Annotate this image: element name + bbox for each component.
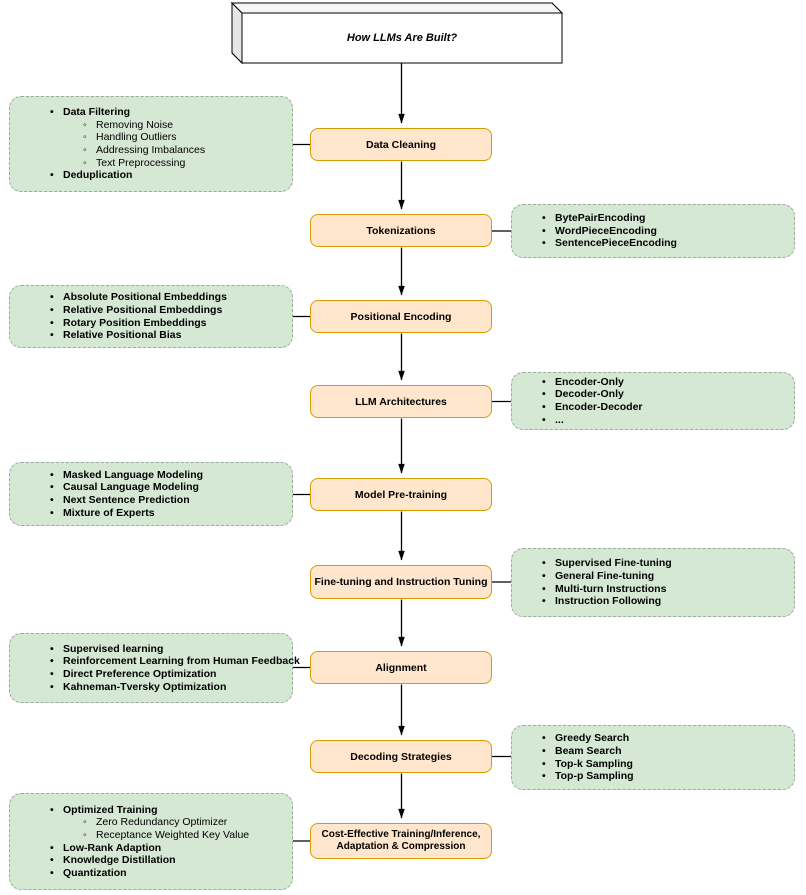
list-item: Knowledge Distillation: [50, 854, 288, 867]
details-decoding-strategies: Greedy Search Beam Search Top-k Sampling…: [511, 725, 795, 790]
list-item: ...: [542, 414, 790, 427]
details-data-cleaning: Data Filtering Removing Noise Handling O…: [9, 96, 293, 192]
list-item: Absolute Positional Embeddings: [50, 291, 288, 304]
cube-top-face: [230, 2, 564, 14]
list-item: Decoder-Only: [542, 388, 790, 401]
details-cost-effective: Optimized Training Zero Redundancy Optim…: [9, 793, 293, 890]
detail-list: Masked Language Modeling Causal Language…: [10, 469, 292, 519]
step-alignment: Alignment: [310, 651, 492, 684]
detail-list: Supervised Fine-tuning General Fine-tuni…: [512, 557, 794, 607]
list-item: Text Preprocessing: [83, 157, 288, 170]
detail-list: Greedy Search Beam Search Top-k Sampling…: [512, 732, 794, 782]
details-tokenizations: BytePairEncoding WordPieceEncoding Sente…: [511, 204, 795, 258]
list-item: Rotary Position Embeddings: [50, 317, 288, 330]
list-item: Receptance Weighted Key Value: [83, 829, 288, 842]
list-item: Data Filtering: [50, 106, 288, 119]
list-item: Low-Rank Adaption: [50, 842, 288, 855]
list-item: Zero Redundancy Optimizer: [83, 816, 288, 829]
list-item: Causal Language Modeling: [50, 481, 288, 494]
step-label: Data Cleaning: [365, 138, 436, 151]
list-item: Direct Preference Optimization: [50, 668, 288, 681]
step-label: Decoding Strategies: [350, 750, 452, 763]
list-item: Mixture of Experts: [50, 507, 288, 520]
detail-list: BytePairEncoding WordPieceEncoding Sente…: [512, 212, 794, 250]
list-item: General Fine-tuning: [542, 570, 790, 583]
list-item: Top-k Sampling: [542, 758, 790, 771]
title-text: How LLMs Are Built?: [346, 32, 458, 44]
step-cost-effective: Cost-Effective Training/Inference, Adapt…: [310, 823, 492, 859]
step-model-pre-training: Model Pre-training: [310, 478, 492, 511]
detail-list: Absolute Positional Embeddings Relative …: [10, 291, 292, 341]
list-item: Supervised Fine-tuning: [542, 557, 790, 570]
list-item: Deduplication: [50, 169, 288, 182]
details-positional-encoding: Absolute Positional Embeddings Relative …: [9, 285, 293, 348]
step-label: LLM Architectures: [355, 395, 447, 408]
title-box-3d: [230, 1, 564, 65]
step-label: Tokenizations: [366, 224, 436, 237]
list-item: Encoder-Only: [542, 376, 790, 389]
list-item: Removing Noise: [83, 119, 288, 132]
step-label-line2: Adaptation & Compression: [336, 841, 466, 852]
step-fine-tuning-instruction-tuning: Fine-tuning and Instruction Tuning: [310, 565, 492, 599]
step-label: Positional Encoding: [350, 310, 452, 323]
step-llm-architectures: LLM Architectures: [310, 385, 492, 418]
list-item: Top-p Sampling: [542, 770, 790, 783]
step-decoding-strategies: Decoding Strategies: [310, 740, 492, 773]
list-item: Optimized Training: [50, 804, 288, 817]
detail-list: Encoder-Only Decoder-Only Encoder-Decode…: [512, 376, 794, 426]
list-item: Next Sentence Prediction: [50, 494, 288, 507]
step-positional-encoding: Positional Encoding: [310, 300, 492, 333]
list-item: Greedy Search: [542, 732, 790, 745]
list-item: SentencePieceEncoding: [542, 237, 790, 250]
list-item: Kahneman-Tversky Optimization: [50, 681, 288, 694]
list-item: Addressing Imbalances: [83, 144, 288, 157]
list-item: Masked Language Modeling: [50, 469, 288, 482]
detail-list: Optimized Training Zero Redundancy Optim…: [10, 804, 292, 880]
details-fine-tuning: Supervised Fine-tuning General Fine-tuni…: [511, 548, 795, 617]
list-item: Beam Search: [542, 745, 790, 758]
step-label: Alignment: [375, 661, 427, 674]
step-tokenizations: Tokenizations: [310, 214, 492, 247]
details-model-pre-training: Masked Language Modeling Causal Language…: [9, 462, 293, 526]
list-item: BytePairEncoding: [542, 212, 790, 225]
details-alignment: Supervised learning Reinforcement Learni…: [9, 633, 300, 703]
list-item: Reinforcement Learning from Human Feedba…: [50, 655, 300, 668]
step-data-cleaning: Data Cleaning: [310, 128, 492, 161]
list-item: Relative Positional Embeddings: [50, 304, 288, 317]
list-item: Supervised learning: [50, 643, 288, 656]
step-label: Model Pre-training: [354, 488, 448, 501]
list-item: Multi-turn Instructions: [542, 583, 790, 596]
list-item: Quantization: [50, 867, 288, 880]
list-item: Instruction Following: [542, 595, 790, 608]
step-label: Fine-tuning and Instruction Tuning: [314, 576, 488, 588]
detail-list: Supervised learning Reinforcement Learni…: [10, 643, 300, 694]
list-item: Relative Positional Bias: [50, 329, 288, 342]
details-llm-architectures: Encoder-Only Decoder-Only Encoder-Decode…: [511, 372, 795, 430]
step-label-line1: Cost-Effective Training/Inference,: [321, 829, 481, 840]
list-item: Encoder-Decoder: [542, 401, 790, 414]
list-item: WordPieceEncoding: [542, 225, 790, 238]
detail-list: Data Filtering Removing Noise Handling O…: [10, 106, 292, 182]
list-item: Handling Outliers: [83, 131, 288, 144]
